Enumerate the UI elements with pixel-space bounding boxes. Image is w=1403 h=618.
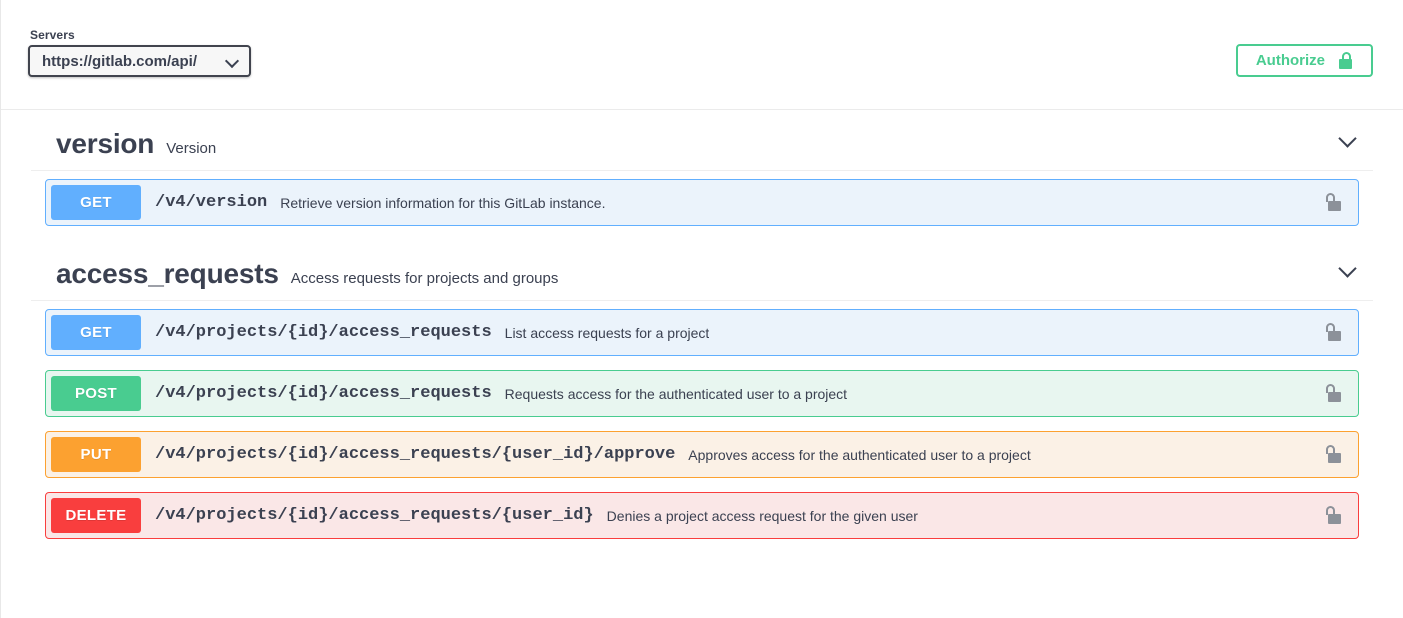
server-select[interactable]: https://gitlab.com/api/ (28, 45, 251, 77)
authorization-lock-button[interactable] (1324, 444, 1344, 465)
authorization-lock-button[interactable] (1324, 192, 1344, 213)
unlock-icon (1325, 444, 1343, 464)
authorize-wrapper: Authorize (1235, 44, 1373, 77)
unlock-icon (1325, 505, 1343, 525)
server-select-value: https://gitlab.com/api/ (42, 52, 198, 70)
operation-summary: Approves access for the authenticated us… (688, 446, 1031, 463)
authorize-button-label: Authorize (1255, 52, 1325, 69)
operation-summary: List access requests for a project (504, 324, 710, 341)
operation-row[interactable]: GET /v4/projects/{id}/access_requests Li… (45, 309, 1359, 356)
operation-row[interactable]: GET /v4/version Retrieve version informa… (45, 179, 1359, 226)
operation-summary: Requests access for the authenticated us… (504, 385, 848, 402)
tag-header-access-requests[interactable]: access_requests Access requests for proj… (31, 240, 1373, 301)
authorization-lock-button[interactable] (1324, 322, 1344, 343)
unlock-icon (1325, 192, 1343, 212)
chevron-down-icon[interactable] (1337, 260, 1359, 282)
unlock-icon (1338, 52, 1353, 69)
http-method-badge: GET (51, 315, 141, 350)
tag-header-version[interactable]: version Version (31, 110, 1373, 171)
tag-section-access-requests: access_requests Access requests for proj… (31, 240, 1373, 539)
operation-row[interactable]: DELETE /v4/projects/{id}/access_requests… (45, 492, 1359, 539)
http-method-badge: DELETE (51, 498, 141, 533)
operation-row[interactable]: PUT /v4/projects/{id}/access_requests/{u… (45, 431, 1359, 478)
tag-name: access_requests (56, 258, 279, 289)
http-method-badge: GET (51, 185, 141, 220)
servers-block: Servers https://gitlab.com/api/ (28, 28, 251, 77)
tag-description: Access requests for projects and groups (290, 270, 559, 287)
scheme-container: Servers https://gitlab.com/api/ Authoriz… (1, 0, 1403, 110)
tag-description: Version (166, 140, 217, 157)
operation-summary: Retrieve version information for this Gi… (280, 194, 606, 211)
operation-path: /v4/projects/{id}/access_requests (155, 384, 492, 403)
authorization-lock-button[interactable] (1324, 383, 1344, 404)
unlock-icon (1325, 383, 1343, 403)
chevron-down-icon (226, 55, 239, 68)
unlock-icon (1325, 322, 1343, 342)
tag-section-version: version Version GET /v4/version Retrieve… (31, 110, 1373, 226)
operation-row[interactable]: POST /v4/projects/{id}/access_requests R… (45, 370, 1359, 417)
operation-path: /v4/projects/{id}/access_requests (155, 323, 492, 342)
authorize-button[interactable]: Authorize (1235, 44, 1373, 77)
http-method-badge: POST (51, 376, 141, 411)
tag-name: version (56, 128, 155, 159)
operation-path: /v4/version (155, 193, 268, 212)
servers-label: Servers (30, 28, 75, 42)
http-method-badge: PUT (51, 437, 141, 472)
chevron-down-icon[interactable] (1337, 130, 1359, 152)
authorization-lock-button[interactable] (1324, 505, 1344, 526)
operation-summary: Denies a project access request for the … (606, 507, 918, 524)
operation-path: /v4/projects/{id}/access_requests/{user_… (155, 506, 594, 525)
operation-path: /v4/projects/{id}/access_requests/{user_… (155, 445, 676, 464)
operations-list: version Version GET /v4/version Retrieve… (1, 110, 1403, 539)
